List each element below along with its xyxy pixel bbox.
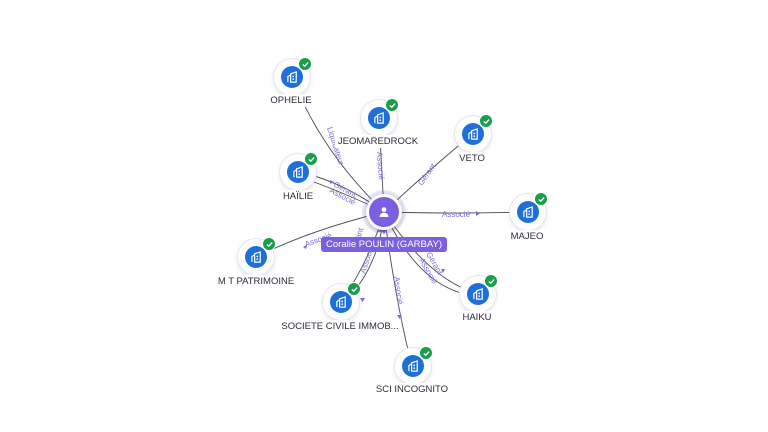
verified-check-icon (304, 152, 318, 166)
node-label-scivile: SOCIETE CIVILE IMMOB... (278, 320, 402, 333)
building-icon (402, 355, 424, 377)
center-person-label: Coralie POULIN (GARBAY) (321, 237, 447, 252)
node-label-sciincognito: SCI INCOGNITO (372, 383, 452, 396)
building-icon (462, 123, 484, 145)
node-label-mtpatrimoine: M T PATRIMOINE (214, 275, 298, 288)
center-node-pointer (379, 227, 389, 234)
edge-label-jeomaredrock: Associé (375, 152, 386, 181)
node-mtpatrimoine[interactable] (238, 237, 276, 275)
building-icon (330, 291, 352, 313)
node-scivile[interactable] (323, 282, 361, 320)
verified-check-icon (262, 237, 276, 251)
verified-check-icon (419, 346, 433, 360)
verified-check-icon (479, 114, 493, 128)
verified-check-icon (534, 192, 548, 206)
arrow-scivile (360, 298, 365, 302)
arrow-haiku (441, 269, 445, 273)
building-icon (281, 66, 303, 88)
edge-label-sciincognito: Associé (392, 276, 405, 306)
node-haiku[interactable] (460, 274, 498, 312)
person-icon (379, 207, 389, 217)
center-person-node[interactable] (366, 194, 402, 230)
arrow-majeo (476, 211, 480, 216)
node-majeo[interactable] (510, 192, 548, 230)
building-icon (245, 246, 267, 268)
arrow-mtpatrimoine (303, 245, 307, 249)
building-icon (517, 201, 539, 223)
node-label-ophelie: OPHELIE (267, 94, 315, 107)
node-label-veto: VETO (456, 152, 488, 165)
arrow-sciincognito (397, 315, 402, 319)
building-icon (368, 107, 390, 129)
building-icon (287, 161, 309, 183)
verified-check-icon (347, 282, 361, 296)
verified-check-icon (385, 98, 399, 112)
node-jeomaredrock[interactable] (361, 98, 399, 136)
edge-ophelie (291, 76, 385, 213)
node-veto[interactable] (455, 114, 493, 152)
node-hailie[interactable] (280, 152, 318, 190)
building-icon (467, 283, 489, 305)
node-label-majeo: MAJEO (507, 230, 547, 243)
edge-label-veto: Gérant (416, 161, 438, 187)
node-label-jeomaredrock: JEOMAREDROCK (334, 135, 422, 148)
edge-label-majeo: Associé (442, 210, 471, 219)
node-label-haiku: HAIKU (459, 311, 495, 324)
node-ophelie[interactable] (274, 57, 312, 95)
verified-check-icon (298, 57, 312, 71)
arrow-hailie (330, 180, 334, 184)
verified-check-icon (484, 274, 498, 288)
node-label-hailie: HAÏLIE (279, 190, 317, 203)
node-sciincognito[interactable] (395, 346, 433, 384)
